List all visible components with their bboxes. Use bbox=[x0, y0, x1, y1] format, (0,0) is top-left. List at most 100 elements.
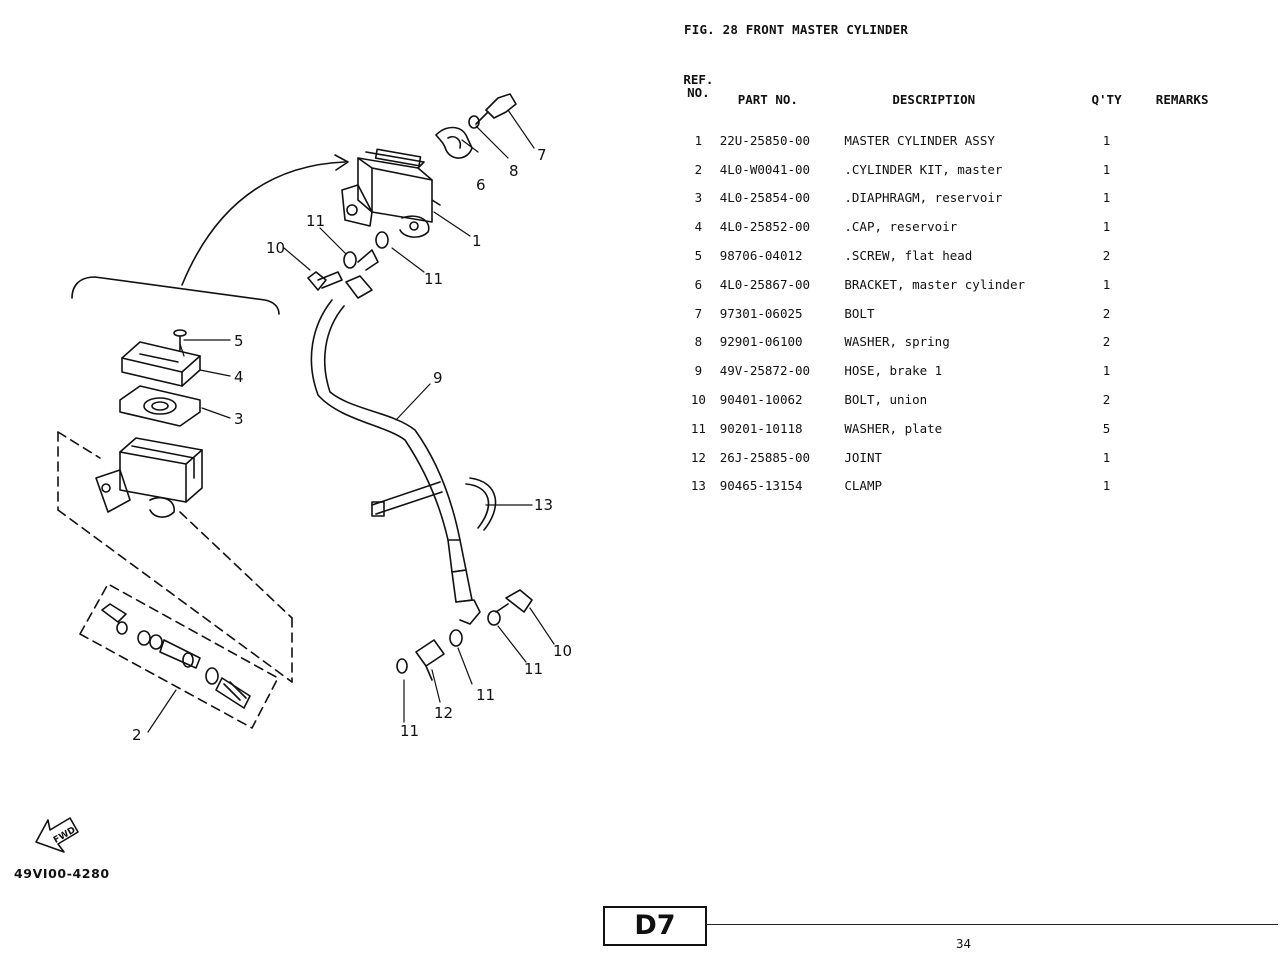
header-part-no: PART NO. bbox=[737, 91, 798, 107]
cell-description: WASHER, spring bbox=[844, 334, 950, 350]
reservoir-cap-part-4 bbox=[121, 341, 201, 387]
detail-arrow bbox=[181, 154, 349, 286]
callout-9: 9 bbox=[433, 369, 443, 387]
cell-remarks bbox=[1130, 414, 1241, 443]
plate-washer-lower-a bbox=[487, 610, 501, 626]
plate-washer-lower-b bbox=[449, 629, 463, 647]
table-row: 4 4L0-25852-00 .CAP, reservoir 1 bbox=[681, 212, 1241, 241]
parts-table-header: REF. NO. PART NO. DESCRIPTION Q'TY REMAR… bbox=[681, 52, 1241, 126]
callout-11-lower-c: 11 bbox=[400, 722, 419, 740]
cell-part-no: 26J-25885-00 bbox=[719, 449, 811, 465]
cell-ref-no: 2 bbox=[694, 161, 703, 177]
clamp-part-13 bbox=[371, 477, 497, 531]
callout-10-lower: 10 bbox=[553, 642, 572, 660]
cell-remarks bbox=[1130, 472, 1241, 501]
header-qty: Q'TY bbox=[1091, 91, 1122, 107]
footer-rule bbox=[706, 924, 1278, 925]
cell-ref-no: 9 bbox=[694, 363, 703, 379]
cell-part-no: 4L0-W0041-00 bbox=[719, 161, 811, 177]
cell-remarks bbox=[1130, 241, 1241, 270]
brake-hose-part-9 bbox=[310, 249, 481, 625]
callout-3: 3 bbox=[234, 410, 244, 428]
fwd-arrow-icon bbox=[35, 817, 79, 853]
cell-remarks bbox=[1130, 126, 1241, 155]
union-bolt-upper bbox=[307, 271, 343, 291]
cell-remarks bbox=[1130, 212, 1241, 241]
cell-description: BOLT bbox=[844, 305, 875, 321]
cell-ref-no: 5 bbox=[694, 248, 703, 264]
cell-description: WASHER, plate bbox=[844, 420, 943, 436]
cell-ref-no: 1 bbox=[694, 132, 703, 148]
cell-ref-no: 3 bbox=[694, 190, 703, 206]
callout-11-lower-b: 11 bbox=[476, 686, 495, 704]
cell-remarks bbox=[1130, 155, 1241, 184]
cell-qty: 1 bbox=[1102, 276, 1111, 292]
union-bolt-lower bbox=[495, 589, 533, 613]
cell-qty: 1 bbox=[1102, 449, 1111, 465]
callout-8: 8 bbox=[509, 162, 519, 180]
header-description: DESCRIPTION bbox=[892, 91, 976, 107]
page-number: 34 bbox=[956, 936, 972, 951]
cell-description: MASTER CYLINDER ASSY bbox=[844, 132, 995, 148]
cell-ref-no: 4 bbox=[694, 219, 703, 235]
cap-screw-part-5 bbox=[173, 329, 187, 351]
cell-ref-no: 8 bbox=[694, 334, 703, 350]
cell-part-no: 49V-25872-00 bbox=[719, 363, 811, 379]
callout-11-lower-a: 11 bbox=[524, 660, 543, 678]
header-remarks: REMARKS bbox=[1155, 91, 1209, 107]
table-row: 1 22U-25850-00 MASTER CYLINDER ASSY 1 bbox=[681, 126, 1241, 155]
cell-ref-no: 12 bbox=[690, 449, 706, 465]
cell-remarks bbox=[1130, 328, 1241, 357]
detail-bracket bbox=[71, 276, 280, 315]
cell-qty: 1 bbox=[1102, 363, 1111, 379]
cell-part-no: 22U-25850-00 bbox=[719, 132, 811, 148]
cell-ref-no: 13 bbox=[690, 478, 706, 494]
cell-part-no: 4L0-25852-00 bbox=[719, 219, 811, 235]
plate-washer-lower-c bbox=[396, 658, 408, 674]
bolt-part-7 bbox=[475, 93, 517, 125]
cell-qty: 1 bbox=[1102, 132, 1111, 148]
exploded-guides bbox=[57, 431, 293, 729]
callout-10-upper: 10 bbox=[266, 239, 285, 257]
cell-ref-no: 11 bbox=[690, 420, 706, 436]
cell-part-no: 4L0-25867-00 bbox=[719, 276, 811, 292]
fwd-text: FWD bbox=[52, 825, 77, 845]
cell-description: .CAP, reservoir bbox=[844, 219, 958, 235]
table-row: 13 90465-13154 CLAMP 1 bbox=[681, 472, 1241, 501]
cell-part-no: 4L0-25854-00 bbox=[719, 190, 811, 206]
cell-description: BRACKET, master cylinder bbox=[844, 276, 1025, 292]
cell-remarks bbox=[1130, 184, 1241, 213]
cell-part-no: 90465-13154 bbox=[719, 478, 803, 494]
header-ref-no: REF. NO. bbox=[681, 52, 716, 120]
parts-table: REF. NO. PART NO. DESCRIPTION Q'TY REMAR… bbox=[681, 52, 1241, 500]
cylinder-kit-part-2 bbox=[101, 603, 251, 709]
drawing-code: 49VI00-4280 bbox=[14, 866, 110, 881]
cell-qty: 2 bbox=[1102, 392, 1111, 408]
exploded-parts-diagram: 1 6 8 7 11 10 11 5 4 3 9 13 10 11 11 12 … bbox=[35, 93, 572, 853]
cell-qty: 1 bbox=[1102, 219, 1111, 235]
cell-description: .DIAPHRAGM, reservoir bbox=[844, 190, 1003, 206]
header-ref-line1: REF. bbox=[683, 72, 714, 87]
diaphragm-part-3 bbox=[119, 385, 201, 427]
cell-part-no: 90401-10062 bbox=[719, 392, 803, 408]
cell-description: .CYLINDER KIT, master bbox=[844, 161, 1003, 177]
callout-13: 13 bbox=[534, 496, 553, 514]
cell-description: HOSE, brake 1 bbox=[844, 363, 943, 379]
cell-qty: 1 bbox=[1102, 478, 1111, 494]
cell-description: CLAMP bbox=[844, 478, 883, 494]
callout-12: 12 bbox=[434, 704, 453, 722]
cell-qty: 2 bbox=[1102, 334, 1111, 350]
cell-part-no: 90201-10118 bbox=[719, 420, 803, 436]
cell-remarks bbox=[1130, 299, 1241, 328]
bracket-part-6 bbox=[435, 126, 473, 159]
master-cylinder-body bbox=[95, 437, 203, 518]
cell-remarks bbox=[1130, 356, 1241, 385]
page-tag: D7 bbox=[603, 906, 707, 946]
callout-5: 5 bbox=[234, 332, 244, 350]
